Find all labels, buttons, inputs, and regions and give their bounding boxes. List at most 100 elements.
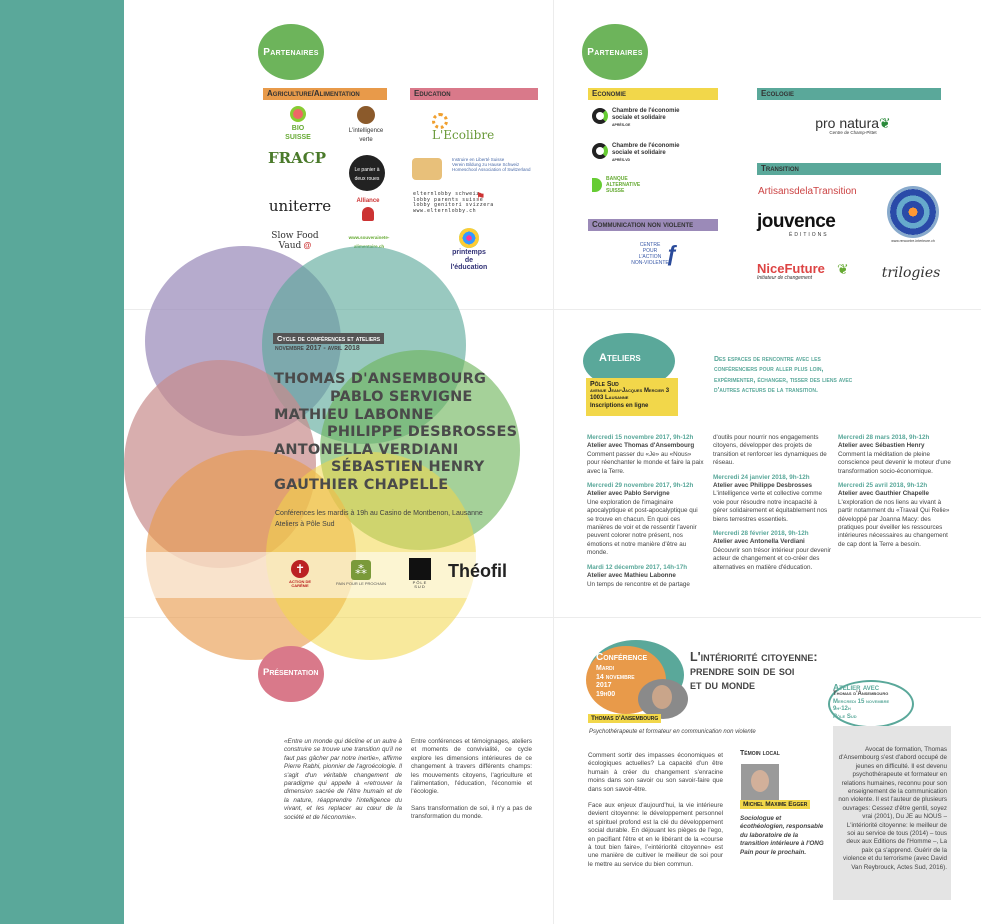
flower-icon: [459, 228, 479, 248]
category-transition: Transition: [757, 163, 941, 175]
alliance-icon: [362, 206, 374, 221]
speaker-5: ANTONELLA VERDIANI: [274, 442, 459, 458]
intelligence-verte-logo: L'intelligence verte: [344, 106, 388, 144]
theofil-logo: Théofil: [448, 561, 507, 581]
speaker-6: SÉBASTIEN HENRY: [331, 459, 485, 475]
fracp-logo: FRACP: [268, 149, 326, 167]
category-economie: Economie: [588, 88, 718, 100]
witness-desc: Sociologue et écothéologien, responsable…: [740, 815, 824, 856]
speaker-3: MATHIEU LABONNE: [274, 407, 434, 423]
conference-subtitle: Psychothérapeute et formateur en communi…: [589, 729, 756, 735]
nicefuture-logo: NiceFuture Initiateur de changement ❦: [757, 261, 849, 282]
pronatura-logo: pro natura❦ Centre de Champ-Pittet: [815, 115, 891, 136]
category-cnv: Communication non violente: [588, 219, 718, 231]
fold-line-horizontal-2: [124, 617, 981, 618]
atelier-entry: d'outils pour nourrir nos engagements ci…: [713, 434, 827, 467]
witness-face-avatar: [751, 770, 769, 792]
mandala-logo: www.rencontre-interieure.ch: [883, 186, 943, 244]
cnv-logo: CENTRE POUR L'ACTION NON-VIOLENTE ƒ: [631, 241, 679, 266]
chambre-vd-logo: Chambre de l'économie sociale et solidai…: [592, 143, 702, 164]
snail-icon: @: [303, 240, 312, 250]
speaker-2: PABLO SERVIGNE: [330, 389, 473, 405]
partenaires-heading-right: Partenaires: [582, 24, 648, 80]
mandala-icon: [887, 186, 939, 238]
cnv-swoosh-icon: ƒ: [666, 241, 679, 266]
chambre-icon-2: [592, 143, 608, 159]
speaker-7: GAUTHIER CHAPELLE: [274, 477, 449, 493]
cover-info-2: Ateliers à Pôle Sud: [275, 521, 335, 528]
fold-line-vertical: [553, 0, 554, 924]
uniterre-logo: uniterre: [268, 197, 332, 215]
chambre-icon: [592, 108, 608, 124]
fold-line-horizontal-1: [124, 309, 981, 310]
ateliers-column-2: d'outils pour nourrir nos engagements ci…: [713, 434, 831, 578]
action-careme-logo: ✝ ACTION DE CARÊME: [289, 560, 311, 589]
tree-icon: [357, 106, 375, 124]
pole-sud-icon: [409, 558, 431, 580]
atelier-box: Atelier avec Thomas d'Ansembourg Mercred…: [833, 682, 890, 720]
presentation-heading: Présentation: [263, 667, 319, 678]
cycle-period: novembre 2017 - avril 2018: [275, 345, 360, 352]
presentation-blob: [258, 646, 324, 702]
ateliers-heading: Ateliers: [599, 352, 641, 364]
category-education: Education: [410, 88, 538, 100]
category-agri: Agriculture/Alimentation: [263, 88, 387, 100]
ateliers-intro: Des espaces de rencontre avec les confér…: [714, 356, 853, 395]
cross-icon: ✝: [291, 560, 309, 578]
cycle-label: Cycle de conférences et ateliers: [273, 333, 385, 344]
ateliers-venue-box: Pôle Sud avenue Jean-Jacques Mercier 3 1…: [586, 378, 678, 416]
witness-heading: Témoin local: [740, 750, 780, 757]
conference-speaker-tag: Thomas d'Ansembourg: [588, 714, 662, 723]
biosuisse-icon: [290, 106, 306, 122]
conference-body: Comment sortir des impasses économiques …: [588, 752, 723, 868]
conference-title: L'intériorité citoyenne: prendre soin de…: [690, 650, 818, 692]
presentation-quote: «Entre un monde qui décline et un autre …: [284, 738, 402, 821]
conference-label: Conférence: [596, 652, 648, 663]
banque-alternative-logo: BANQUE ALTERNATIVE SUISSE: [592, 176, 662, 194]
speaker-4: PHILIPPE DESBROSSES: [327, 424, 518, 440]
nicefuture-leaf-icon: ❦: [837, 261, 849, 277]
trilogies-logo: trilogies: [881, 265, 941, 281]
speaker-1: THOMAS D'ANSEMBOURG: [274, 371, 487, 387]
presentation-text: Entre conférences et témoignages, atelie…: [411, 738, 532, 821]
ecolibre-logo: L'Ecolibre: [432, 113, 512, 142]
teal-sidebar: [0, 0, 124, 924]
wheat-icon: ⁂: [351, 560, 371, 580]
bas-icon: [592, 178, 602, 192]
people-icon: ⚑: [477, 189, 485, 203]
instruire-logo: Instruire en Liberté Suisse Verein Bildu…: [412, 157, 542, 180]
printemps-logo: printemps de l'éducation: [446, 228, 492, 272]
atelier-box-blob: [828, 680, 914, 728]
pole-sud-logo: PÔLE SUD: [407, 558, 433, 590]
partenaires-heading-left: Partenaires: [258, 24, 324, 80]
cover-info-1: Conférences les mardis à 19h au Casino d…: [275, 510, 483, 517]
sponsor-band: [124, 552, 553, 598]
bio-box: Avocat de formation, Thomas d'Ansembourg…: [833, 726, 951, 900]
ecolibre-icon: [432, 113, 448, 129]
category-ecologie: Ecologie: [757, 88, 941, 100]
pain-prochain-logo: ⁂ PAIN POUR LE PROCHAIN: [331, 560, 391, 586]
witness-name: Michel Maxime Egger: [740, 800, 811, 809]
conference-date: Mardi 14 novembre 2017 19h00: [596, 665, 635, 698]
artisans-transition-logo: ArtisansdelaTransition: [758, 186, 857, 197]
thomas-photo: [638, 679, 688, 719]
alliance-logo: Alliance: [350, 196, 386, 221]
chambre-ge-logo: Chambre de l'économie sociale et solidai…: [592, 108, 702, 129]
face-avatar: [652, 685, 672, 709]
biosuisse-logo: BIO SUISSE: [278, 106, 318, 142]
leaf-icon: ❦: [879, 115, 891, 131]
elternlobby-logo: elternlobby schweiz lobby parents suisse…: [413, 189, 494, 214]
slowfood-logo: Slow Food Vaud @: [271, 231, 319, 251]
jouvence-logo: jouvence ÉDITIONS: [757, 211, 836, 238]
panier-deux-roues-logo: Le panier à deux roues: [349, 155, 385, 191]
witness-photo: [741, 764, 779, 804]
children-icon: [412, 158, 442, 180]
